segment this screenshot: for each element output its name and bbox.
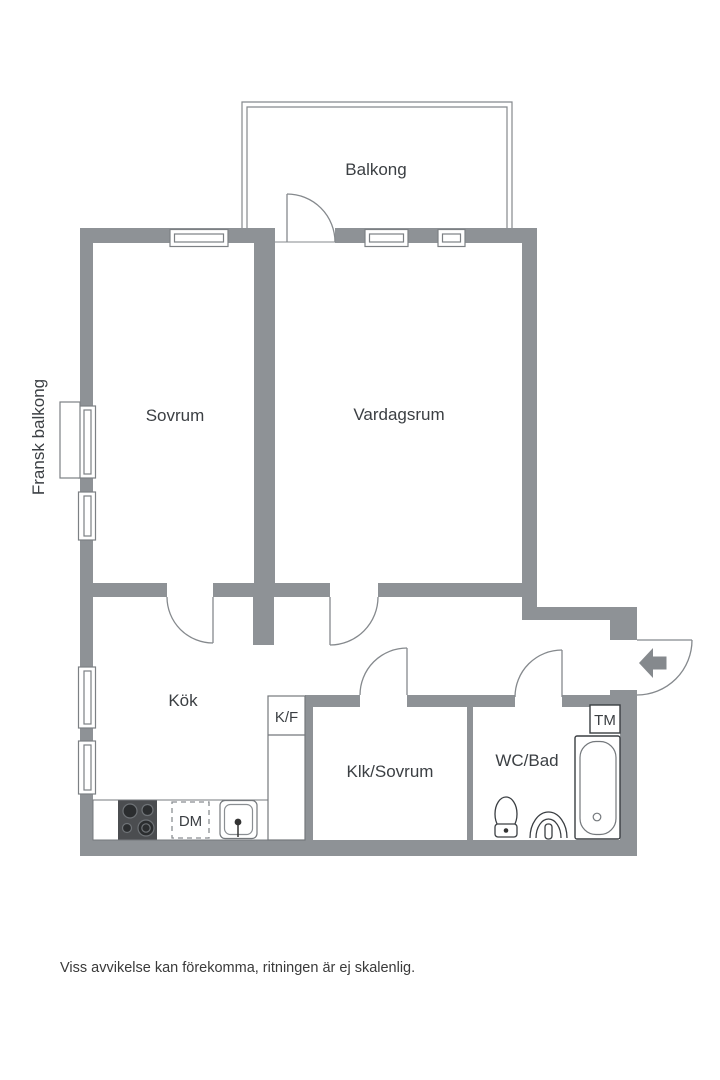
french-balcony-window-lower-inner	[83, 495, 92, 537]
room-label-bathroom: WC/Bad	[495, 751, 558, 770]
washbasin-inner	[535, 818, 562, 839]
fridge-freezer-label: K/F	[275, 709, 298, 726]
bathroom-fixtures: TM	[494, 704, 621, 840]
wall-entry-notch-upper	[610, 618, 637, 640]
kitchen-window-lower	[77, 740, 97, 795]
doors	[166, 193, 693, 698]
wall-mid-a	[93, 583, 167, 597]
wall-entry-top-band	[537, 607, 637, 620]
bedroom-window-inner	[173, 233, 225, 243]
washbasin-icon	[529, 811, 568, 840]
bathtub-inner	[579, 740, 617, 836]
dishwasher-box	[171, 801, 210, 839]
bathroom-door	[514, 649, 563, 698]
wall-south-b	[407, 695, 515, 707]
wall-bottom	[80, 840, 637, 856]
living-room-door-arc	[329, 596, 379, 646]
wall-closet-bath-divider	[467, 695, 473, 840]
wall-right-upper	[522, 228, 537, 620]
french-balcony-window-upper	[77, 405, 97, 479]
washing-machine-label: TM	[594, 712, 616, 729]
kitchen-door-arc	[166, 596, 214, 644]
wall-south-a	[305, 695, 360, 707]
french-balcony-window-upper-inner	[83, 409, 92, 475]
bathtub-drain	[592, 812, 602, 822]
bathtub-outer	[574, 735, 621, 840]
wall-kitchen-closet-divider	[305, 695, 313, 840]
living-room-door	[329, 596, 379, 646]
dishwasher-icon: DM	[171, 801, 210, 839]
disclaimer-text: Viss avvikelse kan förekomma, ritningen …	[60, 960, 416, 976]
stove-burner	[122, 803, 138, 819]
washbasin-tap	[544, 823, 553, 840]
closet-bedroom-door-arc	[359, 647, 408, 696]
kitchen-window-lower-inner	[83, 744, 92, 791]
balcony-outer-line	[241, 101, 513, 228]
kitchen-window-upper-inner	[83, 670, 92, 725]
balcony-inner-line	[246, 106, 508, 228]
french-balcony-railing	[59, 401, 81, 479]
bathtub-icon	[574, 735, 621, 840]
toilet-dot	[503, 828, 509, 833]
entry-door-arc	[636, 639, 693, 696]
balcony-outline	[241, 101, 513, 243]
balcony-door	[286, 193, 336, 243]
living-room-window-1	[364, 228, 409, 248]
stove-burner	[141, 803, 154, 817]
washing-machine-box	[589, 704, 621, 734]
room-label-kitchen: Kök	[168, 691, 198, 710]
stove-burner	[137, 819, 155, 837]
wall-hall-stub	[253, 597, 274, 645]
wall-bedroom-living-divider	[254, 243, 275, 583]
room-labels: Balkong Sovrum Vardagsrum Fransk balkong…	[29, 160, 559, 781]
dishwasher-label: DM	[179, 813, 202, 830]
room-label-french-balcony: Fransk balkong	[29, 379, 48, 495]
bathroom-door-arc	[514, 649, 563, 698]
wall-south-c	[562, 695, 637, 707]
french-balcony-window-lower	[77, 491, 97, 541]
bedroom-window	[169, 228, 229, 248]
kitchen-fixtures: DM K/F	[92, 695, 306, 841]
wall-mid-b	[213, 583, 330, 597]
wall-right-lower	[620, 690, 637, 856]
stove-burner-ring	[141, 823, 151, 833]
windows	[59, 228, 466, 795]
toilet-icon	[494, 796, 518, 838]
washing-machine-icon: TM	[589, 704, 621, 734]
entry-door	[636, 639, 693, 696]
balcony-door-arc	[286, 193, 336, 243]
room-label-living-room: Vardagsrum	[353, 405, 444, 424]
kitchen-door	[166, 596, 214, 644]
stove-burner	[121, 822, 133, 834]
fridge-freezer-icon: K/F	[267, 695, 306, 841]
wall-mid-c	[378, 583, 522, 597]
room-label-balcony: Balkong	[345, 160, 406, 179]
living-room-window-1-inner	[368, 233, 405, 243]
living-room-window-2-inner	[441, 233, 462, 243]
room-label-closet-bedroom: Klk/Sovrum	[347, 762, 434, 781]
sink-tap	[234, 818, 242, 826]
entry-arrow-icon	[639, 648, 667, 678]
washbasin-outer	[529, 811, 568, 839]
closet-bedroom-door	[359, 647, 408, 696]
room-label-bedroom: Sovrum	[146, 406, 205, 425]
fridge-freezer-column	[267, 695, 306, 841]
sink-icon	[219, 799, 258, 840]
kitchen-window-upper	[77, 666, 97, 729]
stove-icon	[118, 800, 157, 840]
